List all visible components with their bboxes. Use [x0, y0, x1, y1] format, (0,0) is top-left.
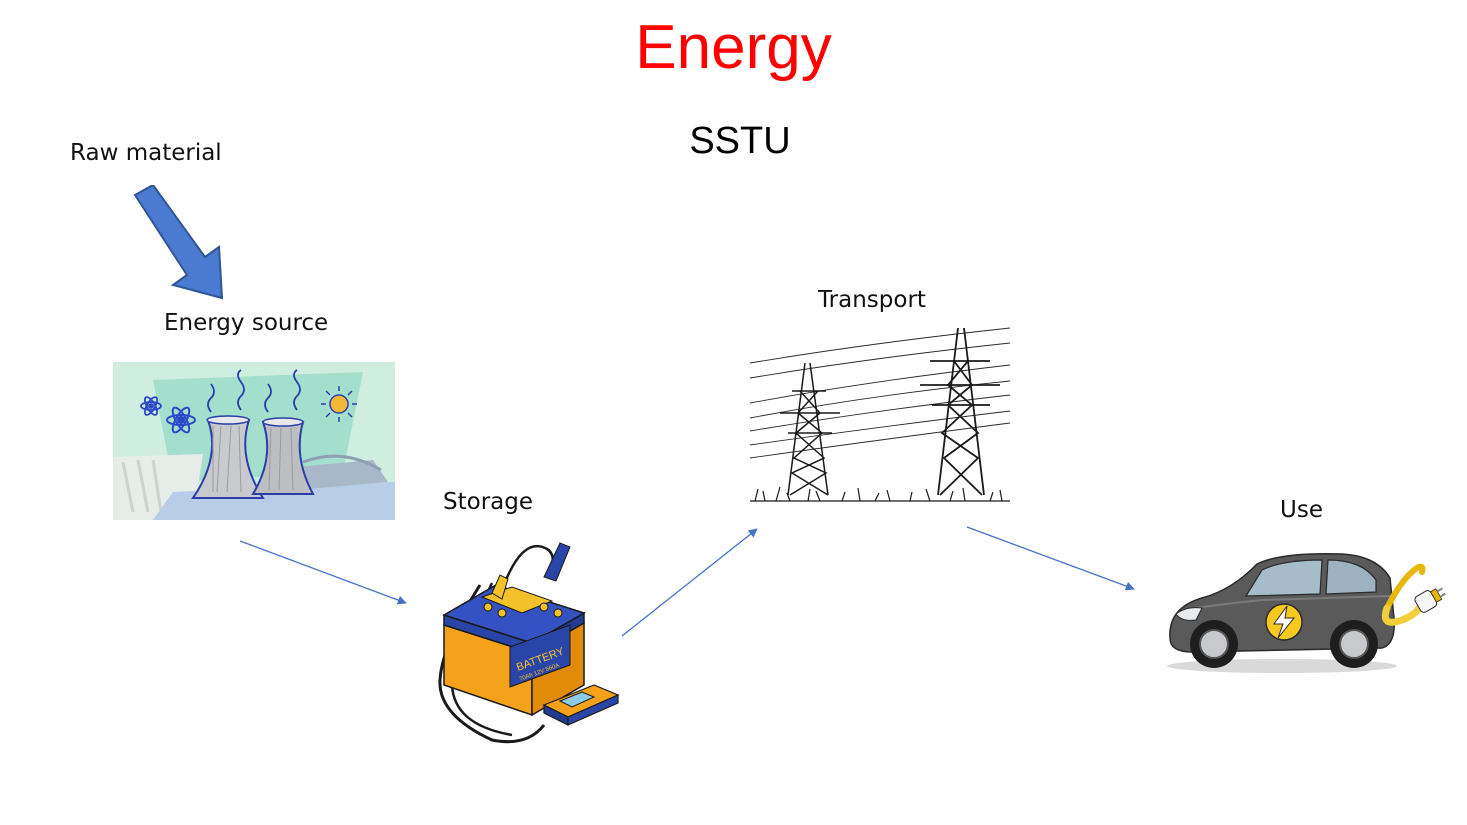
arrow-storage-to-transport — [621, 528, 758, 637]
label-energy-source: Energy source — [164, 310, 329, 336]
label-raw-material: Raw material — [70, 140, 222, 166]
arrow-transport-to-use — [966, 526, 1135, 591]
label-use: Use — [1280, 497, 1323, 523]
down-right-arrow-icon — [133, 185, 224, 300]
power-pylons-icon — [750, 323, 1010, 503]
label-transport: Transport — [818, 287, 926, 313]
electric-car-icon — [1167, 552, 1446, 673]
slide-title: Energy — [635, 13, 832, 82]
arrow-source-to-storage — [239, 540, 407, 605]
label-storage: Storage — [443, 489, 533, 515]
nuclear-power-plant-icon — [113, 362, 395, 520]
car-battery-icon: BATTERY 70Ah 12V 560A — [438, 542, 620, 744]
slide-subtitle: SSTU — [689, 120, 791, 162]
